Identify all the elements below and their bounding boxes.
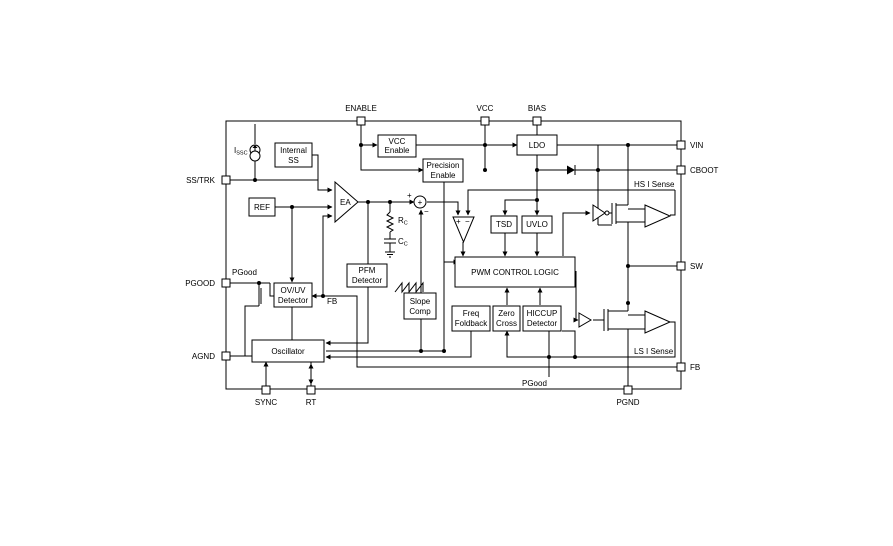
freq-foldback-label-2: Foldback	[455, 319, 488, 328]
cc-sub: C	[404, 242, 408, 248]
pin-fb: FB	[676, 362, 700, 372]
junction-dots	[253, 143, 630, 359]
pin-agnd: AGND	[192, 351, 231, 361]
ls-gate-driver	[578, 312, 592, 328]
pin-bias-label: BIAS	[528, 104, 546, 113]
pin-enable: ENABLE	[345, 104, 377, 126]
internal-ss-label-1: Internal	[280, 146, 307, 155]
rc-main: R	[398, 216, 404, 225]
pin-enable-label: ENABLE	[345, 104, 377, 113]
pin-cboot-label: CBOOT	[690, 166, 719, 175]
vcc-enable-label-2: Enable	[385, 146, 410, 155]
hiccup-detector-label-1: HICCUP	[527, 309, 558, 318]
zero-cross-label-2: Cross	[496, 319, 517, 328]
precision-enable-label-1: Precision	[427, 161, 460, 170]
pin-vin: VIN	[676, 140, 704, 150]
sum-minus-label: −	[424, 207, 429, 216]
cc-main: C	[398, 237, 404, 246]
ea-label: EA	[340, 198, 351, 207]
ea-amplifier: EA	[334, 180, 359, 224]
pfm-detector-label-2: Detector	[352, 276, 383, 285]
issc-sub: SSC	[236, 151, 247, 157]
pwm-control-logic-label: PWM CONTROL LOGIC	[471, 268, 559, 277]
pin-pgood-label: PGOOD	[185, 279, 215, 288]
oscillator-block: Oscillator	[251, 339, 325, 363]
slope-comp-label-1: Slope	[410, 297, 431, 306]
internal-ss-block: Internal SS	[274, 142, 313, 168]
vcc-enable-block: VCC Enable	[377, 134, 417, 158]
pin-pgnd: PGND	[616, 385, 640, 407]
pin-pgood: PGOOD	[185, 278, 231, 288]
hs-sense-amplifier	[644, 204, 672, 228]
pin-vcc: VCC	[477, 104, 494, 126]
fb-internal-label: FB	[327, 297, 337, 306]
ovuv-detector-label-2: Detector	[278, 296, 309, 305]
uvlo-label: UVLO	[526, 220, 548, 229]
zero-cross-label-1: Zero	[498, 309, 515, 318]
precision-enable-block: Precision Enable	[422, 158, 464, 183]
pin-fb-label: FB	[690, 363, 700, 372]
pfm-detector-label-1: PFM	[359, 266, 376, 275]
pin-agnd-label: AGND	[192, 352, 215, 361]
cc-label: CC	[398, 237, 408, 248]
pin-rt: RT	[306, 385, 317, 407]
slope-comp-block: Slope Comp	[403, 292, 437, 320]
ls-i-sense-label: LS I Sense	[634, 347, 674, 356]
pin-rt-label: RT	[306, 398, 317, 407]
ls-sense-amplifier	[644, 310, 672, 334]
ovuv-detector-block: OV/UV Detector	[273, 282, 313, 308]
ldo-block: LDO	[516, 134, 558, 156]
freq-foldback-label-1: Freq	[463, 309, 479, 318]
cmp-plus-label: +	[456, 217, 461, 226]
vcc-enable-label-1: VCC	[389, 137, 406, 146]
pwm-control-logic-block: PWM CONTROL LOGIC	[454, 256, 576, 288]
pin-ss-trk-label: SS/TRK	[186, 176, 216, 185]
pin-bias: BIAS	[528, 104, 546, 126]
hiccup-detector-label-2: Detector	[527, 319, 558, 328]
sum-plus-label: +	[407, 191, 412, 200]
boot-diode	[567, 165, 576, 175]
uvlo-block: UVLO	[521, 215, 553, 234]
pfm-detector-block: PFM Detector	[346, 263, 388, 288]
rc-label: RC	[398, 216, 408, 227]
pgood-bottom-label: PGood	[522, 379, 547, 388]
summing-node-symbol: +	[418, 198, 423, 207]
precision-enable-label-2: Enable	[431, 171, 456, 180]
pin-pgnd-label: PGND	[616, 398, 639, 407]
ldo-label: LDO	[529, 141, 545, 150]
pin-ss-trk: SS/TRK	[186, 175, 231, 185]
issc-main: I	[234, 146, 236, 155]
chip-outline	[225, 120, 682, 390]
summing-node: + + −	[407, 191, 429, 216]
internal-ss-label-2: SS	[288, 156, 299, 165]
pin-cboot: CBOOT	[676, 165, 719, 175]
tsd-label: TSD	[496, 220, 512, 229]
issc-current-source: ISSC	[234, 124, 261, 162]
cmp-minus-label: −	[465, 217, 470, 226]
oscillator-label: Oscillator	[271, 347, 305, 356]
rc-sub: C	[404, 221, 408, 227]
pin-sync-label: SYNC	[255, 398, 277, 407]
ref-label: REF	[254, 203, 270, 212]
sawtooth-symbol	[394, 281, 424, 294]
hs-gate-driver	[592, 204, 610, 222]
hs-i-sense-label: HS I Sense	[634, 180, 675, 189]
pin-sync: SYNC	[255, 385, 277, 407]
issc-label: ISSC	[234, 146, 248, 157]
zero-cross-block: Zero Cross	[492, 305, 521, 332]
ovuv-detector-label-1: OV/UV	[281, 286, 307, 295]
pwm-comparator: + −	[452, 216, 475, 244]
wires	[230, 124, 677, 386]
slope-comp-label-2: Comp	[409, 307, 431, 316]
pin-sw: SW	[676, 261, 703, 271]
pin-vin-label: VIN	[690, 141, 704, 150]
pgood-signal-label: PGood	[232, 268, 257, 277]
hiccup-detector-block: HICCUP Detector	[522, 305, 562, 332]
tsd-block: TSD	[490, 215, 518, 234]
ref-block: REF	[248, 197, 276, 217]
pin-vcc-label: VCC	[477, 104, 494, 113]
freq-foldback-block: Freq Foldback	[451, 305, 491, 332]
pin-sw-label: SW	[690, 262, 703, 271]
